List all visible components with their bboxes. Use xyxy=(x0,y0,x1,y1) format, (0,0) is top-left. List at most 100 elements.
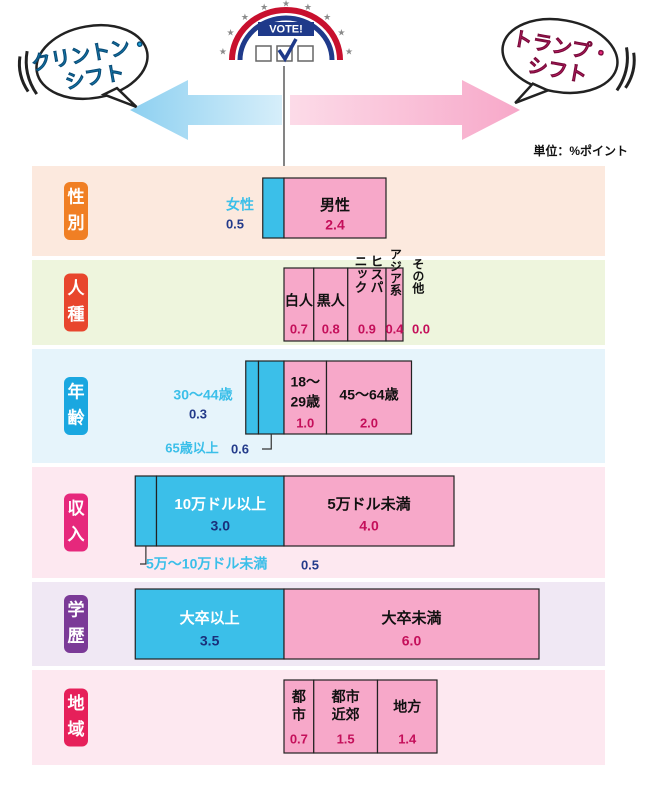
category-label: 年 xyxy=(68,381,85,401)
star-icon: ★ xyxy=(219,46,227,56)
category-label: 性 xyxy=(68,186,85,206)
segment-value-hispanic: 0.9 xyxy=(358,321,376,336)
category-badge xyxy=(64,377,88,435)
segment-label-white: 白人 xyxy=(285,293,314,309)
segment-value-black: 0.8 xyxy=(322,321,340,336)
leader-line-65plus xyxy=(262,434,272,450)
segment-label-black: 黒人 xyxy=(317,293,346,309)
category-label: 地 xyxy=(68,693,85,713)
category-label: 別 xyxy=(67,213,85,232)
left-arrow xyxy=(130,80,282,140)
star-icon: ★ xyxy=(227,27,235,37)
segment-value-asian: 0.4 xyxy=(385,321,404,336)
bar-segment-female xyxy=(262,177,285,239)
bubble-shape xyxy=(501,17,619,95)
category-label: 齢 xyxy=(68,407,86,427)
category-label: 学 xyxy=(68,599,85,619)
bar-segment-urban xyxy=(283,679,315,754)
bubble-shape xyxy=(35,23,149,101)
segment-value-urban: 0.7 xyxy=(290,731,308,746)
segment-label-100k-plus: 10万ドル以上 xyxy=(174,496,266,513)
bar-segment-asian xyxy=(385,267,404,342)
bar-segment-45-64 xyxy=(325,360,413,435)
category-badge xyxy=(64,273,88,332)
category-badge xyxy=(64,493,88,552)
category-label: 歴 xyxy=(68,626,85,645)
segment-label-18-29: 29歳 xyxy=(290,394,320,410)
bar-segment-30-44 xyxy=(245,360,260,435)
category-label: 人 xyxy=(68,279,86,298)
unit-label: 単位：%ポイント xyxy=(533,143,628,158)
segment-label-50k-100k: 5万～10万ドル未満 xyxy=(146,556,267,572)
motion-lines xyxy=(615,47,636,92)
star-icon: ★ xyxy=(282,0,290,8)
bar-segment-non-college xyxy=(283,588,540,660)
category-badge xyxy=(64,182,88,240)
ballot-box xyxy=(297,45,314,62)
bar-segment-65plus xyxy=(257,360,285,435)
segment-value-suburban: 1.5 xyxy=(337,731,355,746)
category-label: 域 xyxy=(68,719,85,739)
bar-segment-black xyxy=(313,267,349,342)
segment-label-30-44: 30～44歳 xyxy=(173,387,232,403)
check-mark-icon xyxy=(277,38,298,63)
segment-label-suburban: 近郊 xyxy=(332,707,360,723)
emblem-arc-blue xyxy=(237,15,335,61)
bar-segment-50k-100k xyxy=(134,475,158,547)
bar-segment-rural xyxy=(376,679,438,754)
segment-value-college: 3.5 xyxy=(200,633,220,649)
category-label: 収 xyxy=(68,499,86,518)
bar-segment-male xyxy=(283,177,387,239)
bar-segment-white xyxy=(283,267,315,342)
segment-label-rural: 地方 xyxy=(393,699,421,715)
emblem-arc-red xyxy=(229,7,343,61)
segment-label-45-64: 45～64歳 xyxy=(339,387,398,403)
segment-value-45-64: 2.0 xyxy=(360,415,378,430)
segment-value-other: 0.0 xyxy=(412,321,430,336)
right-arrow xyxy=(290,80,520,140)
segment-label-hispanic: ヒスパ xyxy=(368,255,383,294)
bar-segment-hispanic xyxy=(347,267,387,342)
segment-label-female: 女性 xyxy=(226,197,254,213)
motion-lines xyxy=(17,50,38,95)
bubble-tail xyxy=(100,86,138,109)
star-icon: ★ xyxy=(345,46,353,56)
segment-label-hispanic: ニック xyxy=(352,255,367,294)
segment-value-white: 0.7 xyxy=(290,321,308,336)
segment-label-18-29: 18～ xyxy=(290,374,320,390)
segment-label-urban: 市 xyxy=(292,707,306,723)
segment-label-male: 男性 xyxy=(320,196,350,214)
segment-label-65plus: 65歳以上 xyxy=(165,440,218,455)
segment-value-50k-100k: 0.5 xyxy=(301,557,319,572)
segment-label-asian: アジア系 xyxy=(388,248,402,297)
segment-value-18-29: 1.0 xyxy=(296,415,314,430)
vote-emblem: ★★★★★★★★★VOTE! xyxy=(219,0,353,63)
segment-value-30-44: 0.3 xyxy=(189,406,207,421)
category-badge xyxy=(64,595,88,653)
bar-segment-under-50k xyxy=(283,475,455,547)
segment-value-non-college: 6.0 xyxy=(402,633,422,649)
bubble-tail xyxy=(514,82,552,105)
bar-segment-100k-plus xyxy=(155,475,285,547)
bar-segment-college xyxy=(134,588,285,660)
right-bubble: トランプ・シフト xyxy=(501,17,636,105)
segment-value-male: 2.4 xyxy=(325,217,345,233)
vote-label: VOTE! xyxy=(269,23,303,35)
star-icon: ★ xyxy=(241,12,249,22)
bar-segment-18-29 xyxy=(283,360,328,435)
segment-label-urban: 都 xyxy=(291,689,306,705)
star-icon: ★ xyxy=(323,12,331,22)
category-label: 入 xyxy=(68,525,85,544)
segment-value-female: 0.5 xyxy=(226,216,244,231)
star-icon: ★ xyxy=(260,2,268,12)
vote-banner xyxy=(258,22,314,36)
segment-label-non-college: 大卒未満 xyxy=(381,609,441,627)
bar-segment-suburban xyxy=(313,679,379,754)
segment-label-college: 大卒以上 xyxy=(180,609,240,627)
segment-value-65plus: 0.6 xyxy=(231,441,249,456)
star-icon: ★ xyxy=(337,27,345,37)
category-badge xyxy=(64,688,88,747)
leader-line-50k-100k xyxy=(140,546,147,565)
segment-value-100k-plus: 3.0 xyxy=(211,518,231,534)
